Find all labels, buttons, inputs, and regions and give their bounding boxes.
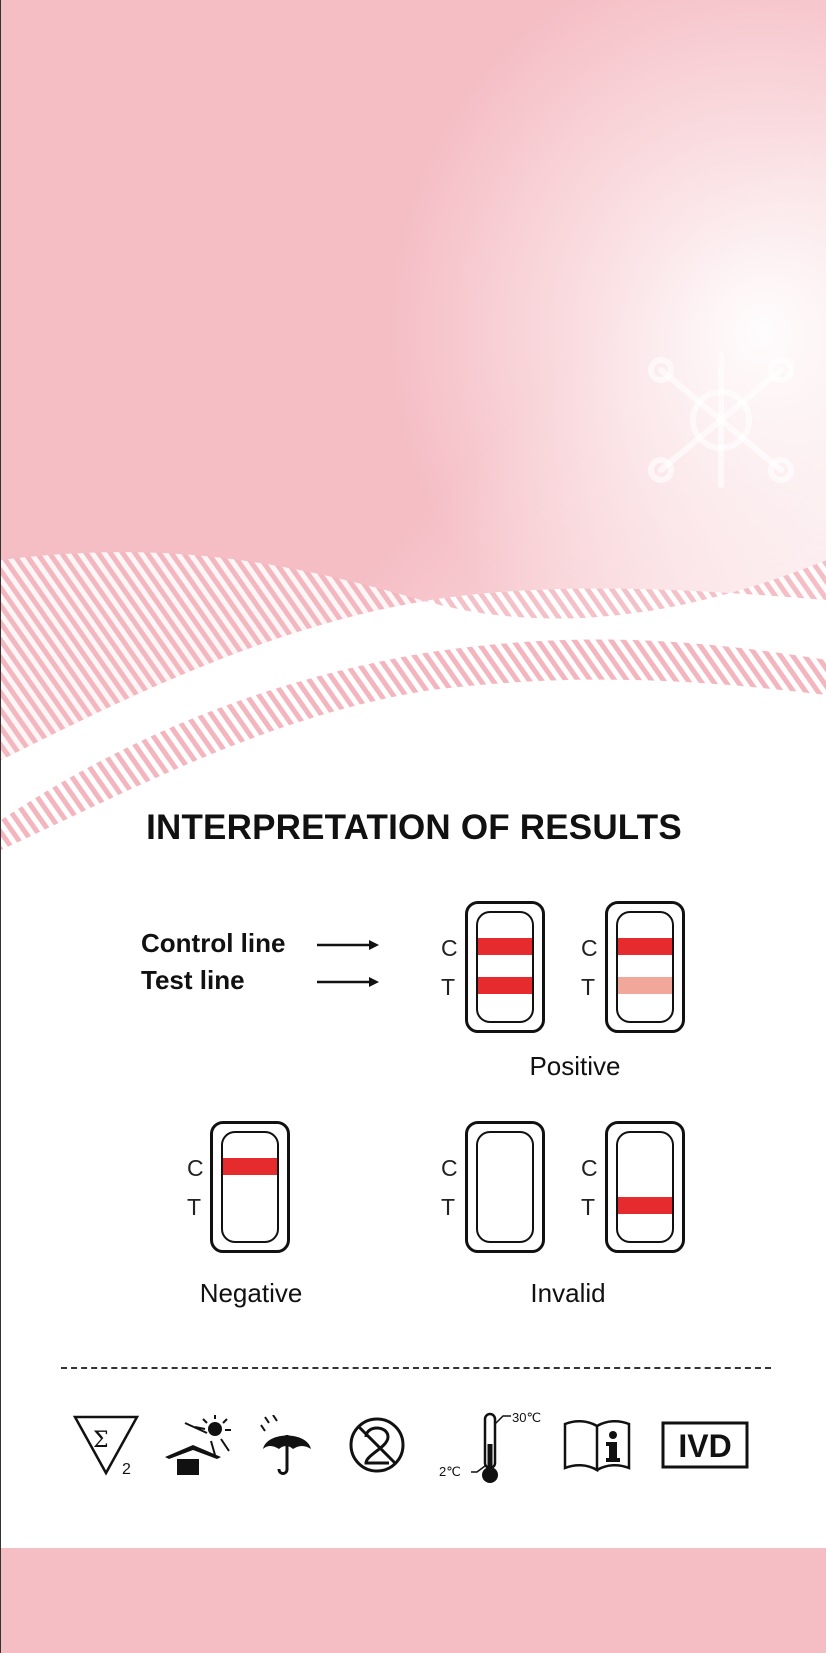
- c-mark: C: [441, 1155, 458, 1181]
- test-band-faint: [618, 977, 672, 994]
- temp-high-label: 30℃: [512, 1410, 541, 1425]
- test-band: [618, 1197, 672, 1214]
- control-band: [223, 1158, 277, 1175]
- test-line-arrow-icon: [317, 977, 379, 987]
- c-mark: C: [441, 935, 458, 961]
- virus-watermark-icon: [648, 352, 794, 488]
- t-mark: T: [441, 1194, 456, 1220]
- control-line-label: Control line: [141, 928, 286, 958]
- c-mark: C: [581, 935, 598, 961]
- in-vitro-diagnostic-icon: IVD: [661, 1421, 749, 1469]
- temperature-limit-icon: 30℃ 2℃: [439, 1410, 541, 1483]
- cassette-window: [221, 1131, 279, 1243]
- t-mark: T: [441, 974, 456, 1000]
- dashed-divider: [61, 1367, 771, 1369]
- c-mark: C: [187, 1155, 204, 1181]
- control-line-arrow-icon: [317, 940, 379, 950]
- t-mark: T: [187, 1194, 202, 1220]
- cassette-window: [476, 911, 534, 1023]
- cassette-window: [476, 1131, 534, 1243]
- cassette-window: [616, 911, 674, 1023]
- negative-label: Negative: [199, 1278, 303, 1308]
- test-line-label: Test line: [141, 965, 245, 995]
- do-not-reuse-icon: [349, 1417, 405, 1473]
- positive-label: Positive: [529, 1051, 621, 1081]
- c-mark: C: [581, 1155, 598, 1181]
- keep-away-from-sunlight-icon: [165, 1415, 231, 1475]
- control-band: [618, 938, 672, 955]
- control-band: [478, 938, 532, 955]
- test-band: [478, 977, 532, 994]
- cassette-invalid-test-only: [605, 1121, 685, 1253]
- svg-text:Σ: Σ: [93, 1428, 109, 1453]
- cassette-positive-strong: [465, 901, 545, 1033]
- invalid-label: Invalid: [530, 1278, 606, 1308]
- ivd-label: IVD: [678, 1428, 731, 1464]
- keep-dry-umbrella-icon: [260, 1415, 311, 1475]
- consult-instructions-icon: [563, 1420, 631, 1472]
- footer-band: [1, 1548, 826, 1653]
- t-mark: T: [581, 1194, 596, 1220]
- page-title: INTERPRETATION OF RESULTS: [146, 808, 682, 847]
- cassette-negative: [210, 1121, 290, 1253]
- t-mark: T: [581, 974, 596, 1000]
- cassette-window: [616, 1131, 674, 1243]
- cassette-invalid-blank: [465, 1121, 545, 1253]
- number-of-tests-sigma-icon: Σ 2: [73, 1415, 140, 1477]
- temp-low-label: 2℃: [439, 1464, 461, 1479]
- sigma-subscript: 2: [122, 1461, 131, 1477]
- cassette-positive-weak: [605, 901, 685, 1033]
- wave-background-art: [1, 0, 826, 870]
